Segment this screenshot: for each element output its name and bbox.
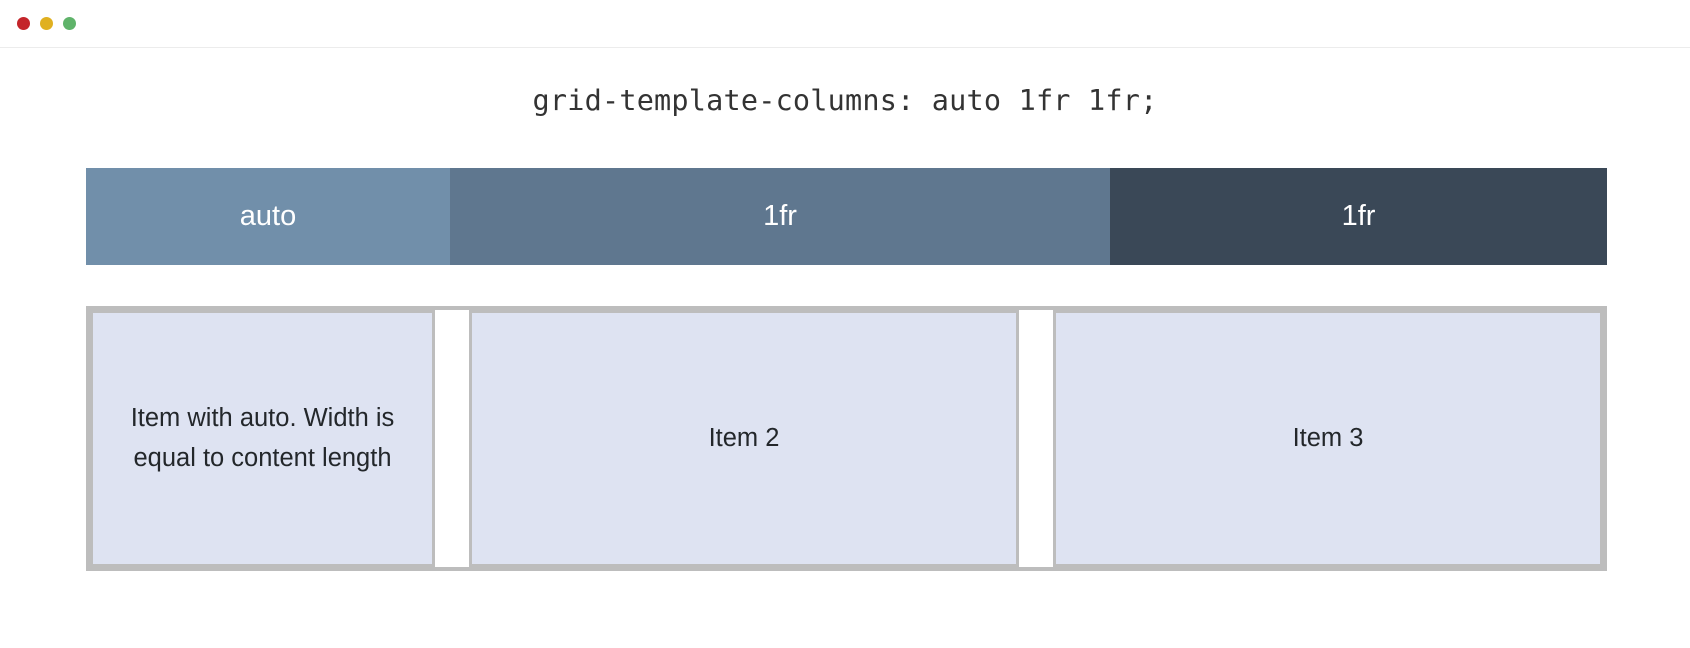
grid-item-1-label: Item with auto. Width is equal to conten… xyxy=(130,403,395,472)
maximize-window-icon[interactable] xyxy=(63,17,76,30)
traffic-light-group xyxy=(17,17,76,30)
grid-item-2: Item 2 xyxy=(469,310,1019,567)
track-label-fr-2: 1fr xyxy=(1110,168,1607,265)
grid-item-2-label: Item 2 xyxy=(708,423,780,452)
grid-container: Item with auto. Width is equal to conten… xyxy=(86,306,1607,571)
page-title-code: grid-template-columns: auto 1fr 1fr; xyxy=(532,84,1158,117)
track-label-auto: auto xyxy=(86,168,450,265)
minimize-window-icon[interactable] xyxy=(40,17,53,30)
grid-item-3-label: Item 3 xyxy=(1292,423,1364,452)
track-label-fr-1: 1fr xyxy=(450,168,1110,265)
grid-track-legend: auto 1fr 1fr xyxy=(86,168,1607,265)
grid-item-1: Item with auto. Width is equal to conten… xyxy=(90,310,435,567)
close-window-icon[interactable] xyxy=(17,17,30,30)
grid-item-3: Item 3 xyxy=(1053,310,1603,567)
window-titlebar xyxy=(0,0,1690,48)
page-content: grid-template-columns: auto 1fr 1fr; aut… xyxy=(0,48,1690,648)
